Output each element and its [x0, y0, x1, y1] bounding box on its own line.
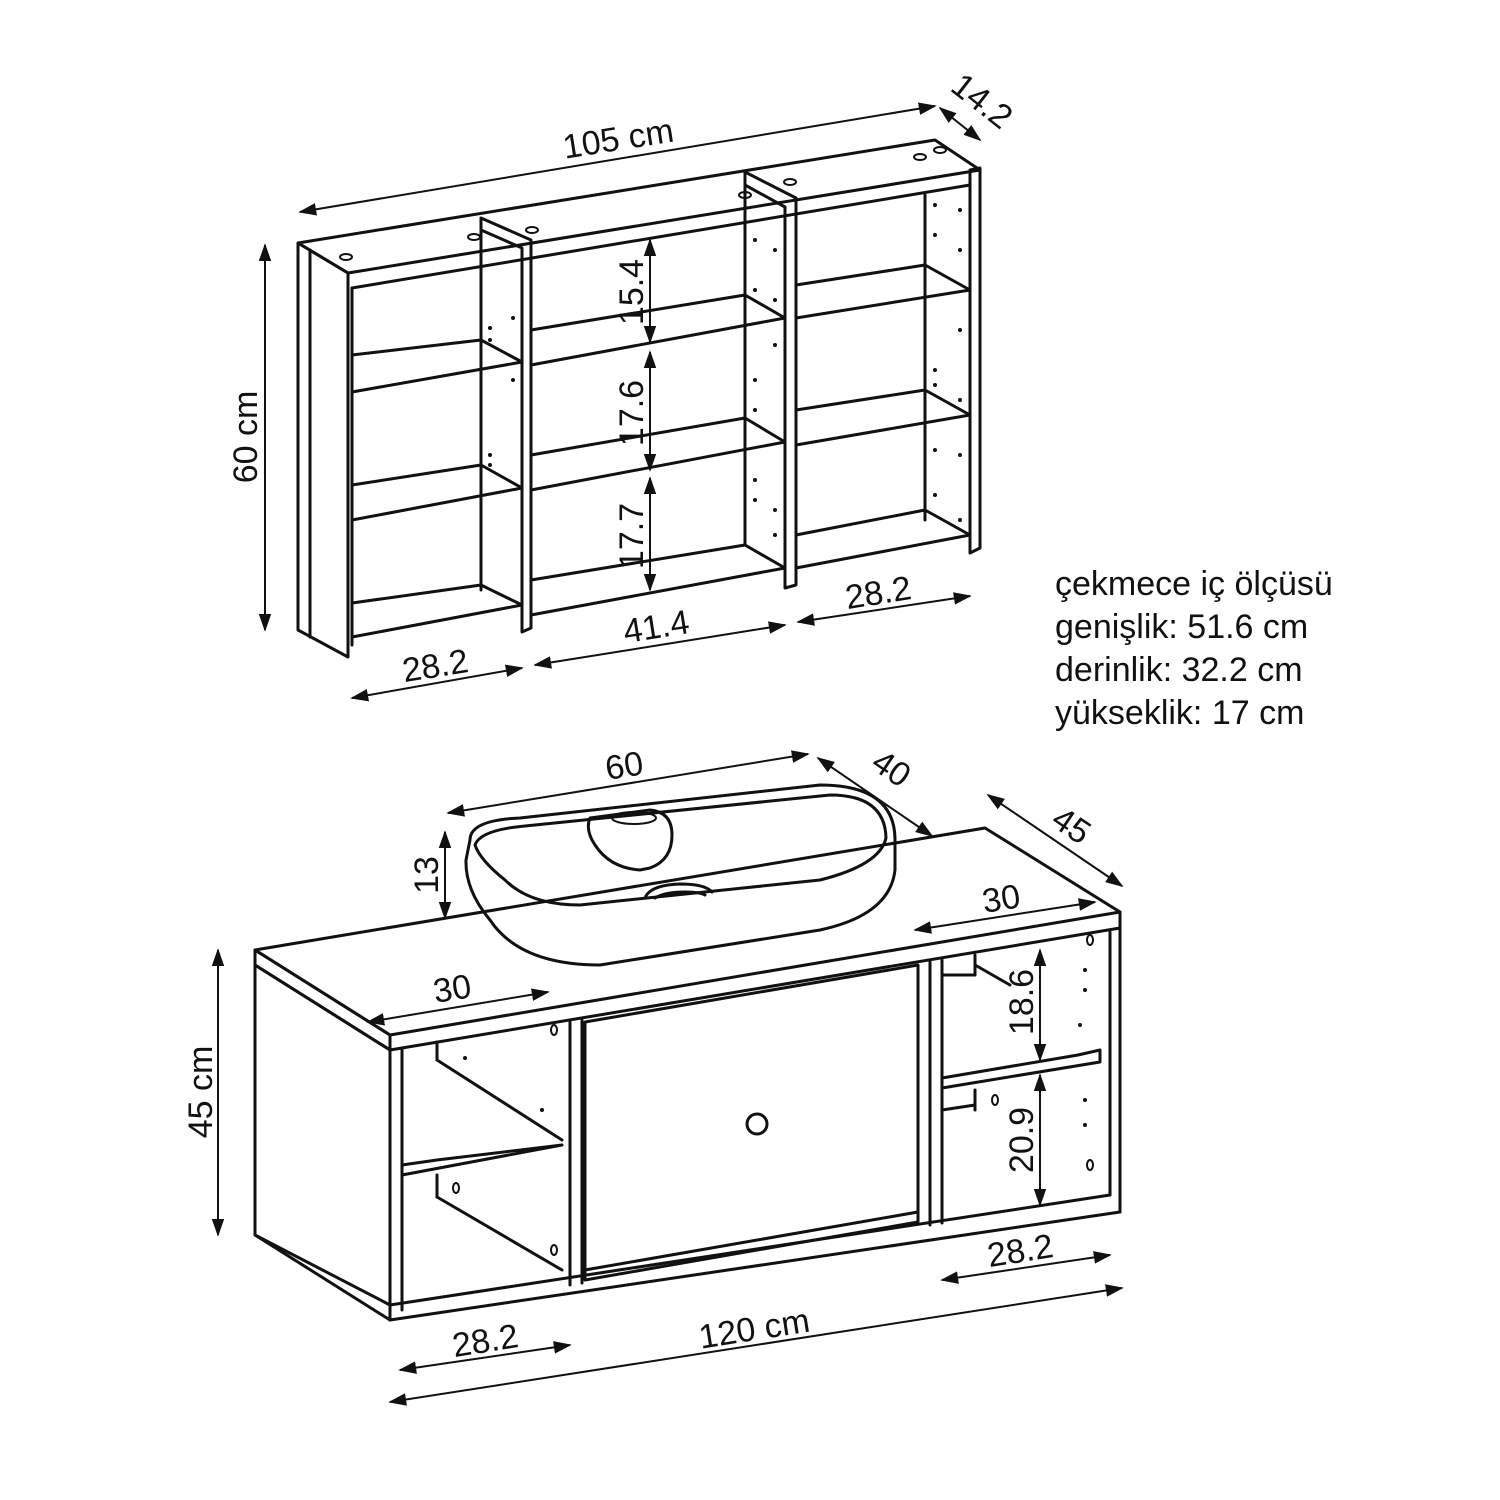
vanity-left-width-label: 28.2 [450, 1317, 521, 1365]
basin-body [464, 783, 897, 967]
vanity-width-label: 120 cm [696, 1302, 812, 1357]
vanity-height-label: 45 cm [182, 1046, 220, 1139]
shelf-board [794, 508, 972, 570]
vanity-top-right-label: 30 [980, 877, 1023, 920]
shelf-left-side-panel [296, 241, 350, 659]
shelf-middle-width-label: 41.4 [621, 603, 692, 651]
vessel-basin [464, 783, 897, 967]
vanity-depth-label: 45 [1045, 800, 1098, 853]
basin-width-label: 60 [603, 744, 646, 787]
vanity-pin-holes [452, 934, 1094, 1256]
dim-line-width [298, 102, 937, 216]
shelf-divider-left [479, 216, 533, 634]
vanity-left-side [253, 963, 392, 1322]
vanity-cabinet [253, 826, 1122, 1322]
shelf-pin-holes [488, 203, 962, 537]
shelf-gap-bottom-label: 17.7 [613, 503, 651, 569]
shelf-board [350, 463, 524, 522]
shelf-board [529, 543, 787, 617]
vanity-drawer-front[interactable] [583, 963, 920, 1282]
drawer-note-depth: derinlik: 32.2 cm [1055, 651, 1303, 689]
drawer-knob-icon[interactable] [745, 1112, 769, 1136]
shelf-board [350, 583, 524, 639]
shelf-divider-right [743, 170, 798, 590]
vanity-lower-shelf-label: 20.9 [1003, 1107, 1041, 1173]
shelf-board [529, 416, 787, 492]
shelf-board [350, 338, 524, 394]
drawer-note-title: çekmece iç ölçüsü [1055, 565, 1333, 603]
shelf-board [794, 388, 972, 447]
drawer-note-width: genişlik: 51.6 cm [1055, 608, 1309, 646]
vanity-upper-shelf-label: 18.6 [1003, 969, 1041, 1035]
wall-shelf-unit: 105 cm 14.2 60 cm 15.4 17.6 17.7 28.2 41… [227, 66, 1020, 702]
shelf-right-side-panel [968, 166, 982, 555]
basin-depth-label: 40 [865, 743, 918, 796]
dim-line-depth [938, 106, 982, 142]
shelf-left-width-label: 28.2 [400, 642, 471, 690]
faucet-deck [586, 808, 674, 872]
drawer-inner-dimensions-note: çekmece iç ölçüsü genişlik: 51.6 cm deri… [1055, 563, 1333, 735]
shelf-board [794, 263, 972, 320]
shelf-height-label: 60 cm [227, 391, 265, 484]
shelf-top-board [296, 138, 982, 275]
vanity-right-width-label: 28.2 [985, 1227, 1056, 1275]
shelf-right-width-label: 28.2 [843, 569, 914, 617]
shelf-depth-label: 14.2 [944, 66, 1020, 137]
vanity-top-left-label: 30 [431, 967, 474, 1010]
drawer-note-height: yükseklik: 17 cm [1055, 694, 1305, 732]
shelf-board [529, 293, 787, 367]
basin-height-label: 13 [408, 856, 446, 894]
shelf-gap-middle-label: 17.6 [613, 380, 651, 446]
shelf-gap-top-label: 15.4 [613, 259, 651, 325]
